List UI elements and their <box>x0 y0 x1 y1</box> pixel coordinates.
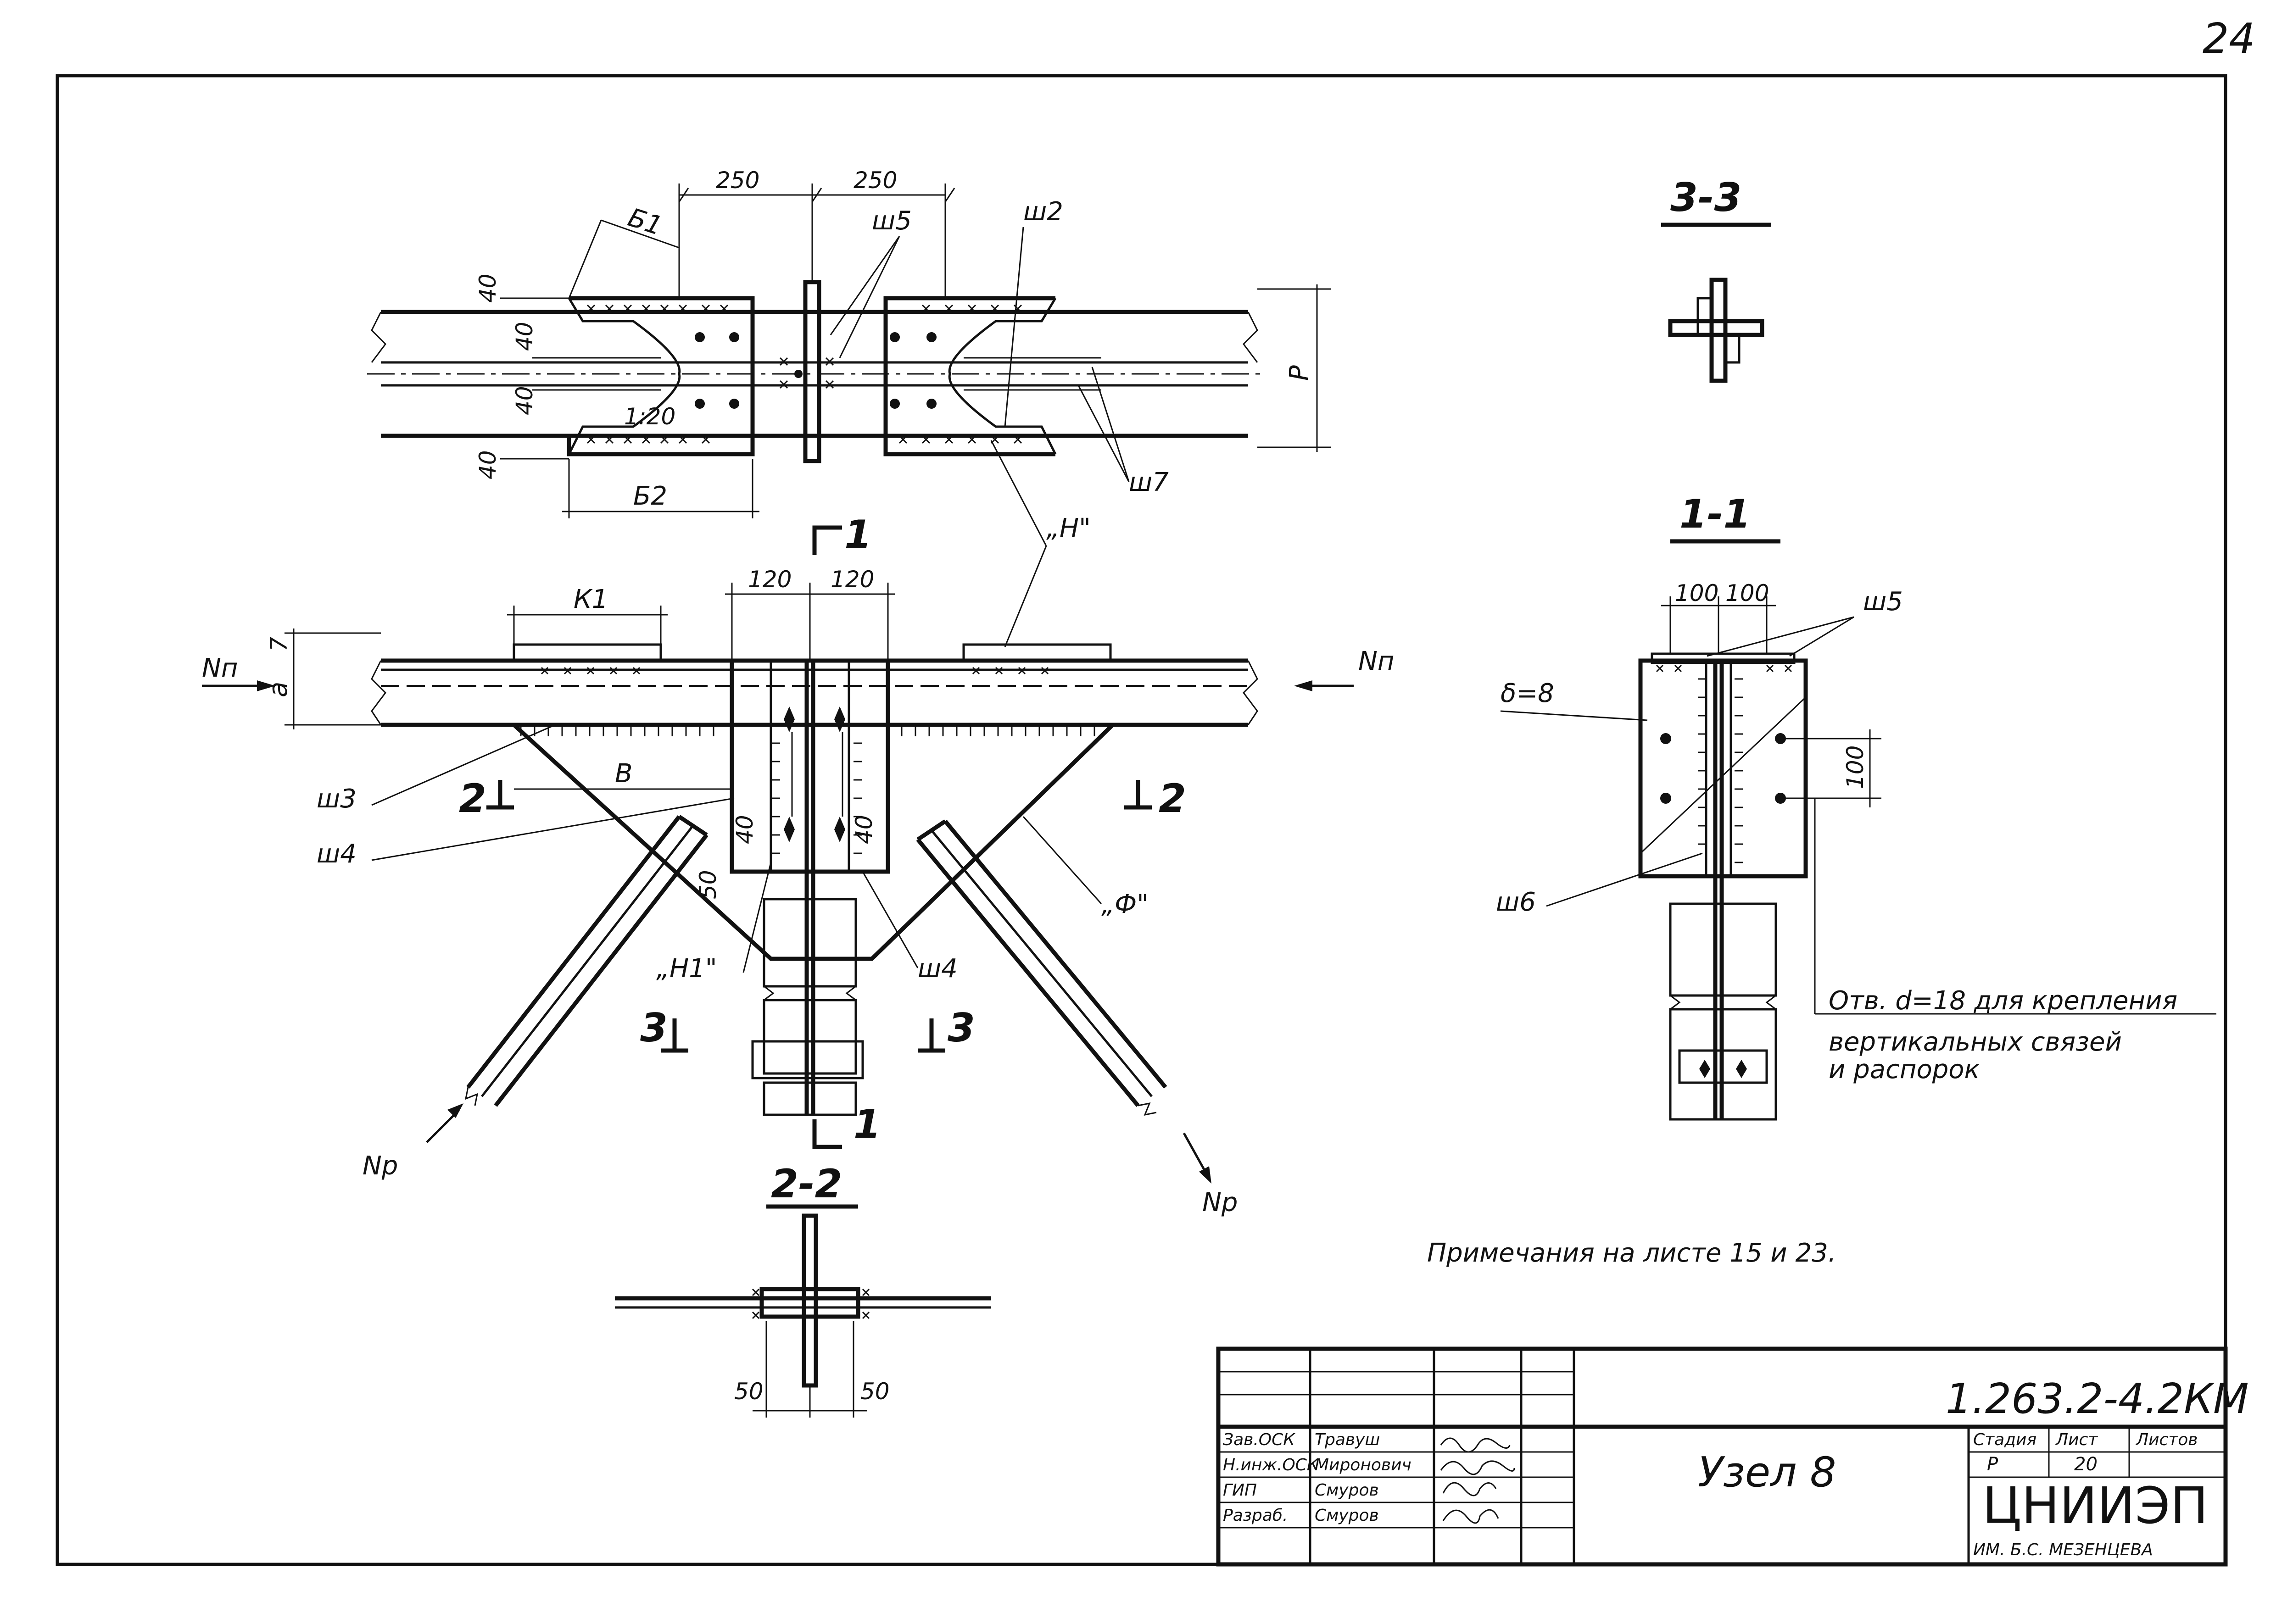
sheets-header: Листов <box>2135 1430 2198 1449</box>
dim-40-web-right: 40 <box>851 815 877 844</box>
force-np-left: Nп <box>202 653 238 683</box>
section-1-1-bolts <box>1660 733 1786 804</box>
cut2-right: 2 <box>1159 776 1186 822</box>
force-np-right: Nп <box>1358 646 1395 676</box>
weld-w5-top: ш5 <box>872 206 912 236</box>
hole-note-line2: вертикальных связей <box>1829 1027 2122 1057</box>
sheet-number: 20 <box>2074 1454 2098 1475</box>
section-3-3: 3-3 <box>1661 175 1771 383</box>
dim-40-c: 40 <box>511 386 538 415</box>
dim-40-web-left: 40 <box>731 815 758 844</box>
notes: Примечания на листе 15 и 23. <box>1427 1238 1836 1268</box>
dim-120-left: 120 <box>748 566 792 593</box>
hole-note-line1: Отв. d=18 для крепления <box>1829 986 2177 1016</box>
page-number: 24 <box>2203 15 2255 63</box>
force-nr-right: Nр <box>1202 1188 1238 1218</box>
cut1-top: 1 <box>844 512 872 558</box>
row-name: Смуров <box>1315 1506 1379 1525</box>
dim-40-b: 40 <box>511 322 538 351</box>
row-role: ГИП <box>1223 1481 1257 1500</box>
weld-w5-side: ш5 <box>1863 587 1903 617</box>
section-2-2: 2-2 50 50 <box>615 1161 991 1418</box>
row-name: Смуров <box>1315 1481 1379 1500</box>
dim-7: 7 <box>266 637 292 651</box>
dim-100-right: 100 <box>1725 580 1769 606</box>
elevation-bolts <box>784 706 845 842</box>
section-2-2-title: 2-2 <box>771 1161 842 1207</box>
hole-note-line3: и распорок <box>1829 1055 1980 1085</box>
label-delta8: δ=8 <box>1501 679 1554 708</box>
weld-w2: ш2 <box>1023 197 1063 227</box>
dim-120-right: 120 <box>831 566 874 593</box>
slope-label: 1:20 <box>624 403 675 430</box>
section-3-3-title: 3-3 <box>1670 175 1741 221</box>
dim-40-a: 40 <box>474 273 501 303</box>
dim-50-right: 50 <box>860 1378 890 1405</box>
row-role: Разраб. <box>1223 1506 1288 1525</box>
row-role: Зав.ОСК <box>1223 1430 1295 1449</box>
title-block: 1.263.2-4.2КМ Узел 8 Стадия Лист Листов … <box>1216 1346 2249 1567</box>
label-b1: Б1 <box>625 202 666 241</box>
label-n1-quote: „Н1" <box>656 954 717 984</box>
sheet-header: Лист <box>2055 1430 2098 1449</box>
plan-view: 250 250 Б2 Б1 40 40 40 40 1:20 Р ш5 ш2 ш… <box>367 167 1331 647</box>
dim-50-web: 50 <box>695 870 721 899</box>
row-name: Миронович <box>1315 1456 1412 1474</box>
force-nr-left: Nр <box>363 1151 398 1181</box>
diagonal-left <box>464 815 709 1107</box>
cut1-bottom: 1 <box>854 1101 881 1147</box>
label-k1: К1 <box>574 584 608 614</box>
weld-w4-right: ш4 <box>918 954 958 984</box>
dim-50-left: 50 <box>734 1378 764 1405</box>
label-p: Р <box>1284 365 1314 381</box>
section-1-1: 1-1 100 100 100 δ=8 <box>1496 491 2216 1121</box>
weld-w4-left: ш4 <box>317 839 357 869</box>
stage-value: Р <box>1987 1454 1998 1475</box>
dim-250-right: 250 <box>854 167 897 194</box>
label-b2: Б2 <box>633 481 667 511</box>
row-role: Н.инж.ОСК <box>1223 1456 1319 1474</box>
weld-w6: ш6 <box>1496 887 1536 917</box>
cut3-left: 3 <box>640 1005 668 1051</box>
plan-bolts <box>695 332 937 409</box>
diagonal-right <box>916 819 1167 1116</box>
node-title: Узел 8 <box>1698 1448 1836 1496</box>
drawing-code: 1.263.2-4.2КМ <box>1946 1375 2249 1423</box>
section-1-1-title: 1-1 <box>1679 491 1751 537</box>
drawing-frame <box>56 74 2227 1566</box>
cut3-right: 3 <box>948 1005 975 1051</box>
weld-w3: ш3 <box>317 784 357 814</box>
org-subtitle: ИМ. Б.С. МЕЗЕНЦЕВА <box>1973 1541 2153 1559</box>
dim-40-d: 40 <box>474 450 501 479</box>
row-name: Травуш <box>1315 1430 1380 1449</box>
elevation-view: 120 120 К1 В 7 а 40 40 50 Nп Nп Nр Nр 1 … <box>202 512 1395 1218</box>
cut2-left: 2 <box>459 776 486 822</box>
weld-w7: ш7 <box>1129 467 1169 497</box>
signatures <box>1440 1437 1515 1524</box>
label-b: В <box>615 759 632 789</box>
label-n-quote: „Н" <box>1046 513 1091 543</box>
org-name: ЦНИИЭП <box>1982 1476 2208 1535</box>
stage-header: Стадия <box>1973 1430 2036 1449</box>
dim-250-left: 250 <box>716 167 759 194</box>
dim-100-vert: 100 <box>1842 745 1869 789</box>
label-f-quote: „Ф" <box>1101 890 1149 919</box>
dim-100-left: 100 <box>1675 580 1718 606</box>
